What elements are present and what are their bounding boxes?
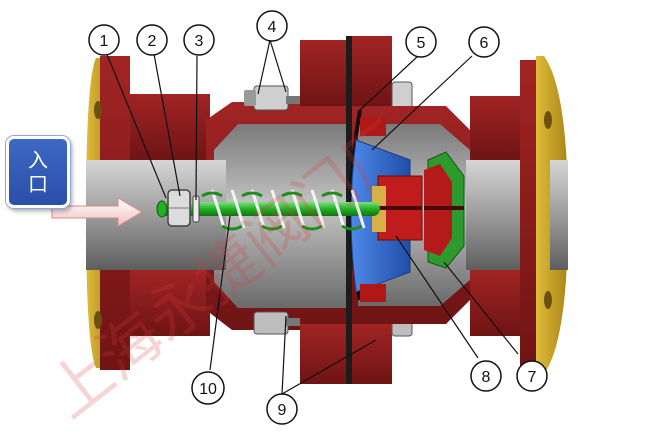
callout-7: 7 (516, 360, 548, 392)
callout-9-label: 9 (278, 402, 287, 419)
guide-sleeve (372, 175, 423, 241)
callout-10: 10 (191, 371, 225, 405)
callout-2-label: 2 (148, 33, 157, 50)
leader-lines (105, 39, 519, 395)
callout-3: 3 (183, 24, 215, 56)
inlet-label-box: 入 口 (6, 136, 70, 208)
spring-assembly (156, 189, 380, 231)
callout-6: 6 (468, 26, 500, 58)
callout-9: 9 (266, 393, 298, 425)
inlet-label-line2: 口 (28, 172, 48, 196)
callout-10-label: 10 (199, 381, 217, 398)
callout-6-label: 6 (480, 35, 489, 52)
callout-1-label: 1 (100, 33, 109, 50)
middle-flanges (300, 36, 392, 384)
callout-5: 5 (405, 26, 437, 58)
flow-arrow (51, 197, 143, 227)
callout-1: 1 (88, 24, 120, 56)
callout-5-label: 5 (417, 35, 426, 52)
callout-4: 4 (256, 10, 288, 42)
callout-4-label: 4 (268, 19, 277, 36)
outlet-pipe (466, 56, 568, 374)
callout-8-label: 8 (482, 369, 491, 386)
callout-2: 2 (136, 24, 168, 56)
callout-8: 8 (470, 360, 502, 392)
inlet-label-line1: 入 (28, 148, 48, 172)
callout-7-label: 7 (528, 369, 537, 386)
callout-3-label: 3 (195, 33, 204, 50)
green-seat (424, 151, 465, 269)
